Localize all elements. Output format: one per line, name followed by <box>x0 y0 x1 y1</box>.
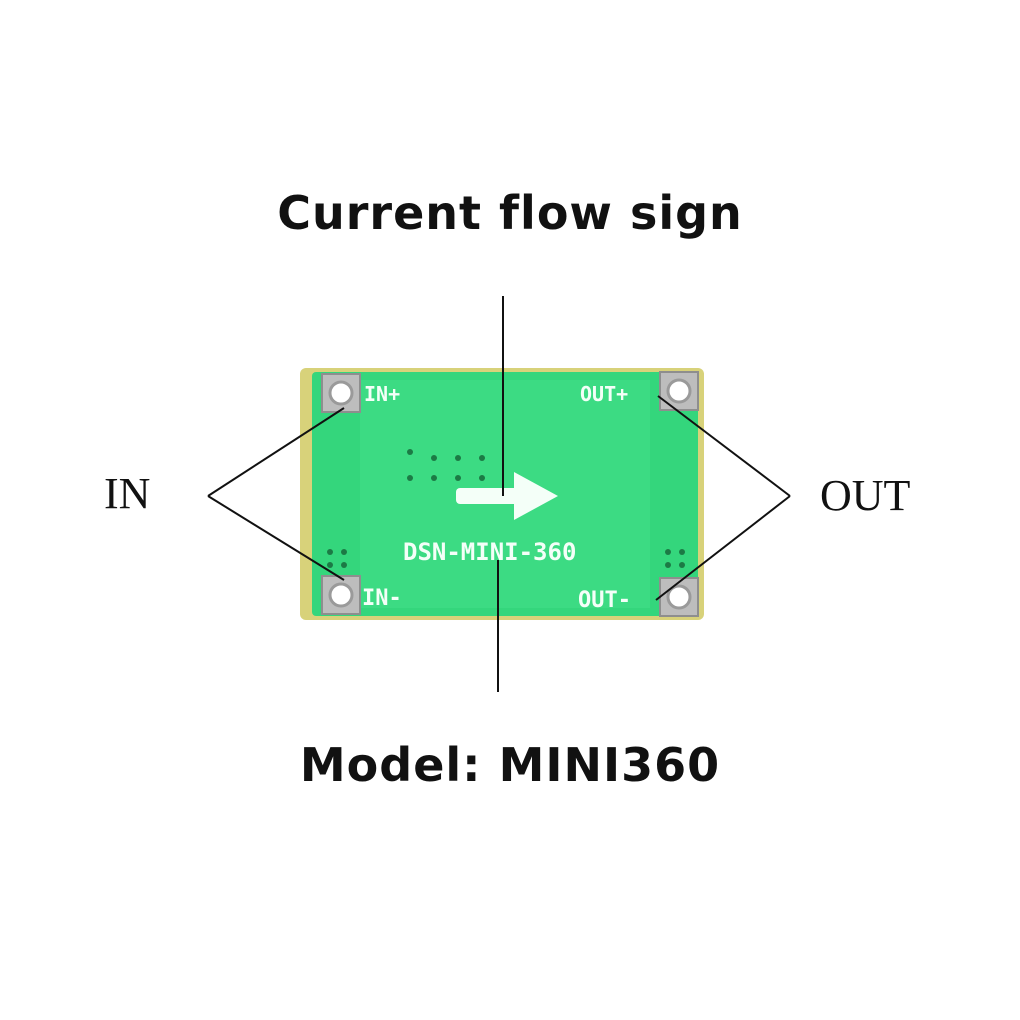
via-dots-left <box>327 549 347 568</box>
silk-model-text: DSN-MINI-360 <box>403 538 576 566</box>
pointer-line-in-minus <box>207 495 345 581</box>
current-flow-sign-title: Current flow sign <box>277 186 743 240</box>
in-label: IN <box>104 469 151 518</box>
via-dots-top <box>407 449 485 481</box>
out-label: OUT <box>820 471 911 520</box>
model-title: Model: MINI360 <box>299 738 721 792</box>
silk-out-plus: OUT+ <box>580 382 628 406</box>
silk-in-minus: IN- <box>362 586 402 611</box>
pad-out-minus <box>659 577 699 617</box>
pad-in-plus <box>321 373 361 413</box>
via-dots-right <box>665 549 685 568</box>
silk-in-plus: IN+ <box>364 382 400 406</box>
current-flow-arrow-icon <box>456 472 558 520</box>
pointer-line-out-minus <box>655 495 791 601</box>
pointer-line-in-plus <box>207 407 345 497</box>
silk-out-minus: OUT- <box>578 588 631 613</box>
pad-out-plus <box>659 371 699 411</box>
pad-in-minus <box>321 575 361 615</box>
pointer-line-out-plus <box>657 395 791 497</box>
